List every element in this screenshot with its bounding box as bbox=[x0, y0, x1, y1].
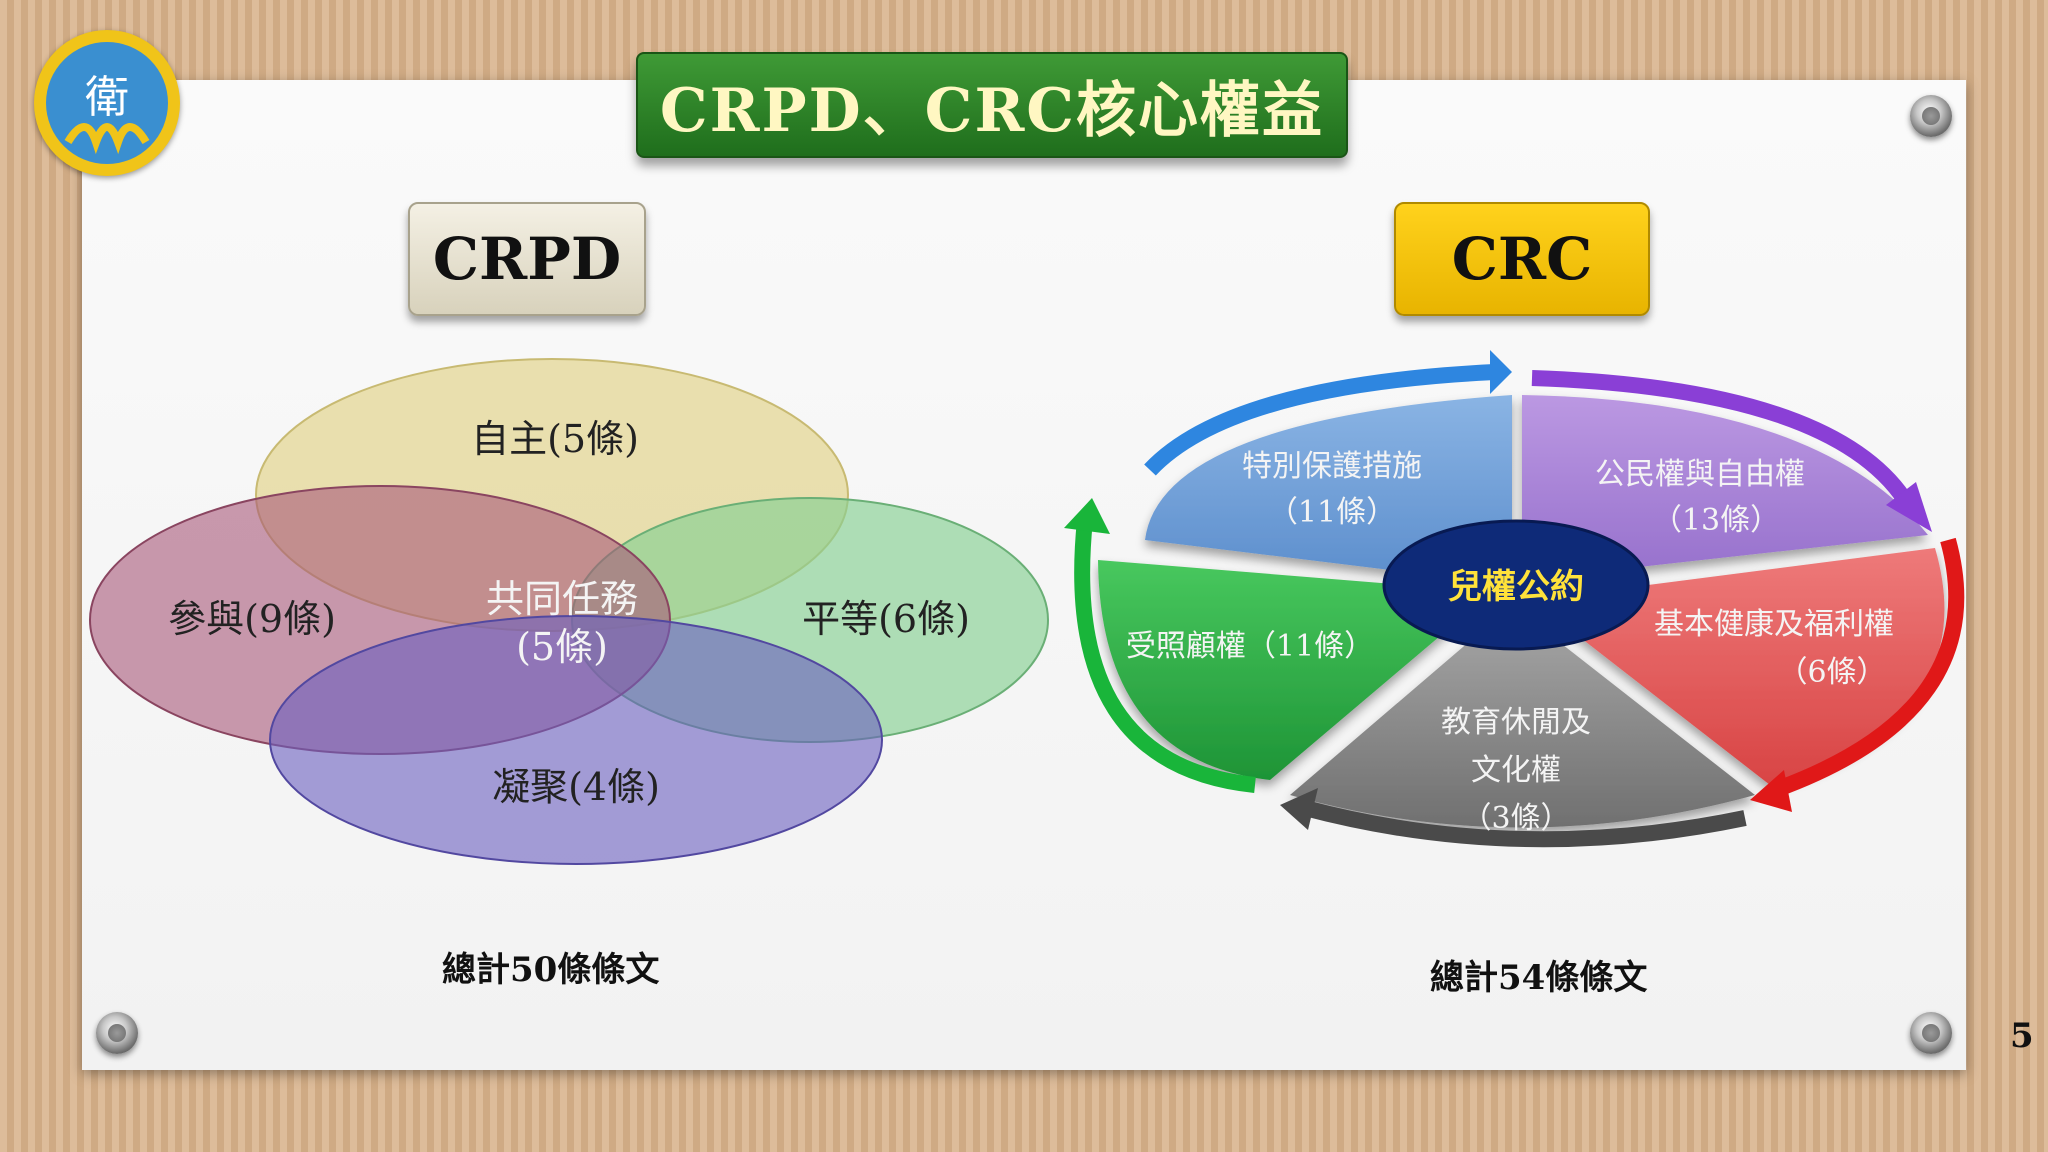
svg-text:衛: 衛 bbox=[85, 72, 129, 123]
ministry-logo: 衛 bbox=[34, 30, 180, 176]
crc-segment-education-culture bbox=[1290, 605, 1755, 828]
crc-label-civil-line1: 公民權與自由權 bbox=[1595, 457, 1805, 492]
crc-label-education-line3: （3條） bbox=[1461, 801, 1570, 836]
crc-segment-civil-rights bbox=[1522, 395, 1928, 580]
crc-label-health-line1: 基本健康及福利權 bbox=[1654, 607, 1894, 642]
venn-label-participation: 參與(9條) bbox=[168, 597, 336, 641]
venn-center-line2: (5條) bbox=[516, 625, 608, 669]
crc-total: 總計54條條文 bbox=[1430, 958, 1648, 998]
crc-label-special-line1: 特別保護措施 bbox=[1242, 449, 1422, 484]
pin-bottom-right bbox=[1910, 1012, 1952, 1054]
crpd-total: 總計50條條文 bbox=[442, 950, 660, 990]
venn-label-autonomy: 自主(5條) bbox=[471, 417, 639, 461]
crc-label: CRC bbox=[1394, 202, 1650, 316]
crc-arrow-red bbox=[1772, 537, 1965, 798]
crc-center-oval bbox=[1382, 519, 1650, 651]
crc-arrow-green bbox=[1074, 519, 1256, 793]
venn-center-line1: 共同任務 bbox=[486, 577, 638, 621]
crc-label-education-line2: 文化權 bbox=[1471, 753, 1561, 788]
crc-label-special-line2: （11條） bbox=[1268, 495, 1396, 530]
crc-segment-special-protection bbox=[1145, 395, 1512, 585]
crc-center-label: 兒權公約 bbox=[1448, 567, 1584, 607]
crc-segment-care bbox=[1098, 560, 1492, 780]
page-number: 5 bbox=[2010, 1016, 2034, 1056]
crc-label-civil-line2: （13條） bbox=[1652, 503, 1780, 538]
pin-top-right bbox=[1910, 95, 1952, 137]
crc-arrow-blue bbox=[1144, 364, 1496, 476]
pin-bottom-left bbox=[96, 1012, 138, 1054]
crc-arrow-gray bbox=[1302, 800, 1747, 848]
venn-circle-cohesion bbox=[269, 615, 883, 865]
crc-arrow-purple bbox=[1531, 370, 1912, 505]
crc-label-education-line1: 教育休閒及 bbox=[1441, 705, 1591, 740]
crpd-label: CRPD bbox=[408, 202, 646, 316]
slide-title: CRPD、CRC核心權益 bbox=[636, 52, 1348, 158]
venn-label-cohesion: 凝聚(4條) bbox=[492, 765, 660, 809]
crc-label-health-line2: （6條） bbox=[1777, 655, 1886, 690]
crc-label-care: 受照顧權（11條） bbox=[1126, 629, 1374, 664]
venn-label-equality: 平等(6條) bbox=[802, 597, 970, 641]
